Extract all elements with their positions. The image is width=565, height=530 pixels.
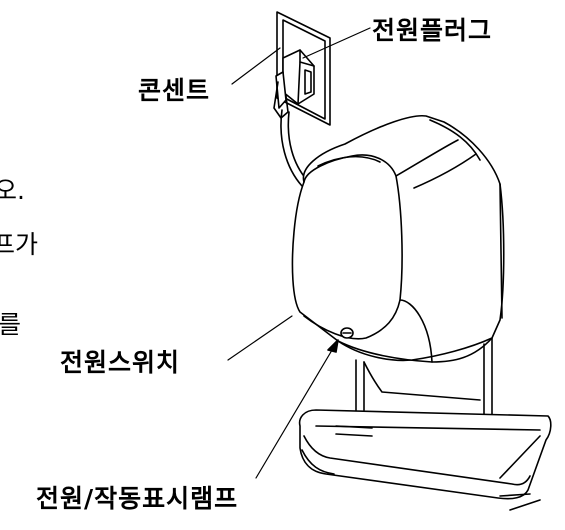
- dryer-body: [291, 114, 505, 363]
- leader-power-switch: [227, 315, 293, 361]
- cropped-text-line-2: 프가: [0, 230, 39, 259]
- leader-indicator-lamp: [255, 339, 339, 479]
- power-plug-icon: [273, 49, 315, 119]
- label-outlet: 콘센트: [138, 76, 211, 105]
- cropped-text-line-3: 를: [0, 310, 22, 339]
- leader-outlet: [231, 47, 281, 85]
- cropped-text-line-1: 오.: [0, 176, 25, 205]
- drip-tray: [298, 409, 552, 511]
- label-power-switch: 전원스위치: [60, 348, 181, 377]
- lamp-arrow-icon: [327, 339, 339, 353]
- label-power-plug: 전원플러그: [372, 16, 493, 45]
- leader-lines: [227, 27, 371, 479]
- leader-power-plug: [302, 27, 371, 59]
- label-power-indicator-lamp: 전원/작동표시램프: [36, 484, 239, 513]
- power-switch-icon: [340, 327, 354, 339]
